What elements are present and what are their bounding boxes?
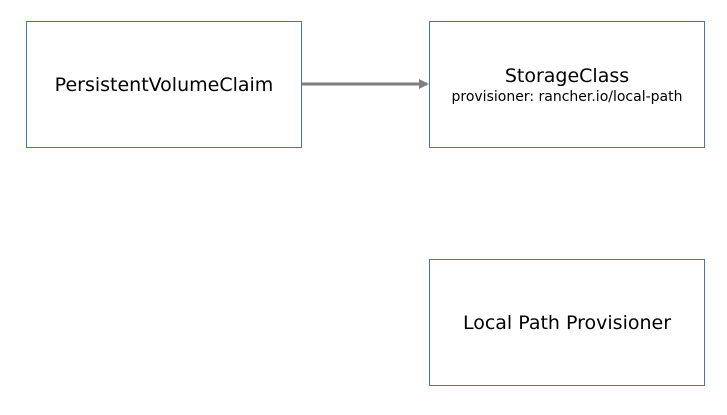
pvc-label: PersistentVolumeClaim	[54, 73, 274, 96]
storageclass-label: StorageClass	[504, 64, 630, 87]
local-path-provisioner-label: Local Path Provisioner	[462, 311, 672, 334]
pvc-node: PersistentVolumeClaim	[26, 21, 302, 148]
storageclass-node: StorageClass provisioner: rancher.io/loc…	[429, 21, 705, 148]
storageclass-provisioner-label: provisioner: rancher.io/local-path	[451, 88, 683, 105]
local-path-provisioner-node: Local Path Provisioner	[429, 259, 705, 386]
